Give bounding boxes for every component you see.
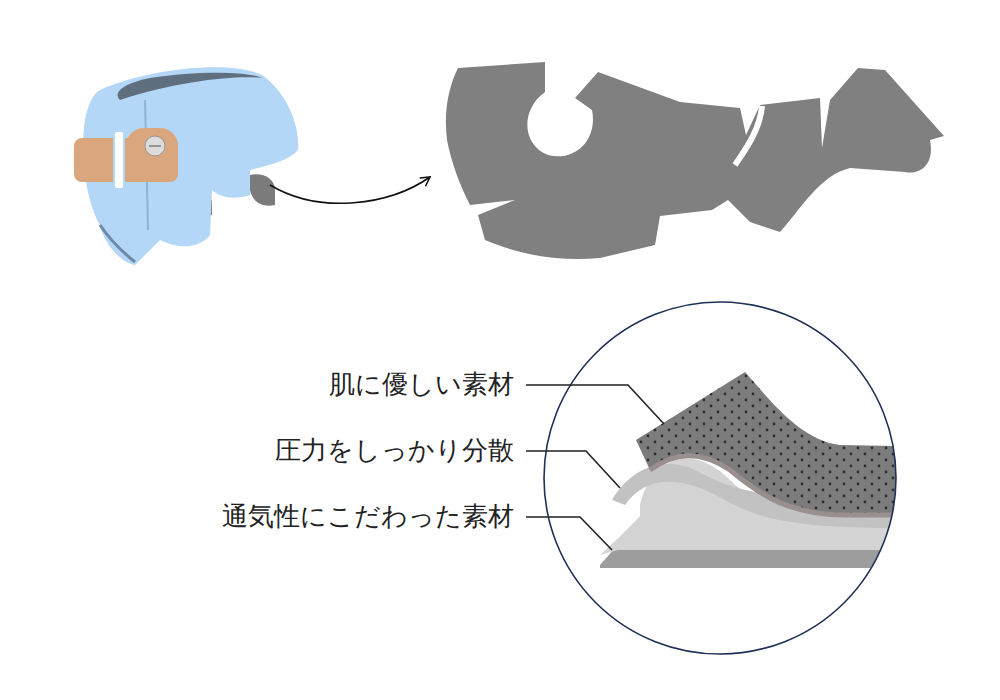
helmet [74,67,298,265]
material-layers [600,372,900,568]
layer-label: 圧力をしっかり分散 [275,435,514,466]
layer-label: 肌に優しい素材 [329,369,514,400]
flat-pad [446,62,944,259]
magnifier-circle [544,302,896,654]
transform-arrow [270,177,430,203]
layer-label: 通気性にこだわった素材 [222,501,514,532]
leader-lines [526,385,664,550]
